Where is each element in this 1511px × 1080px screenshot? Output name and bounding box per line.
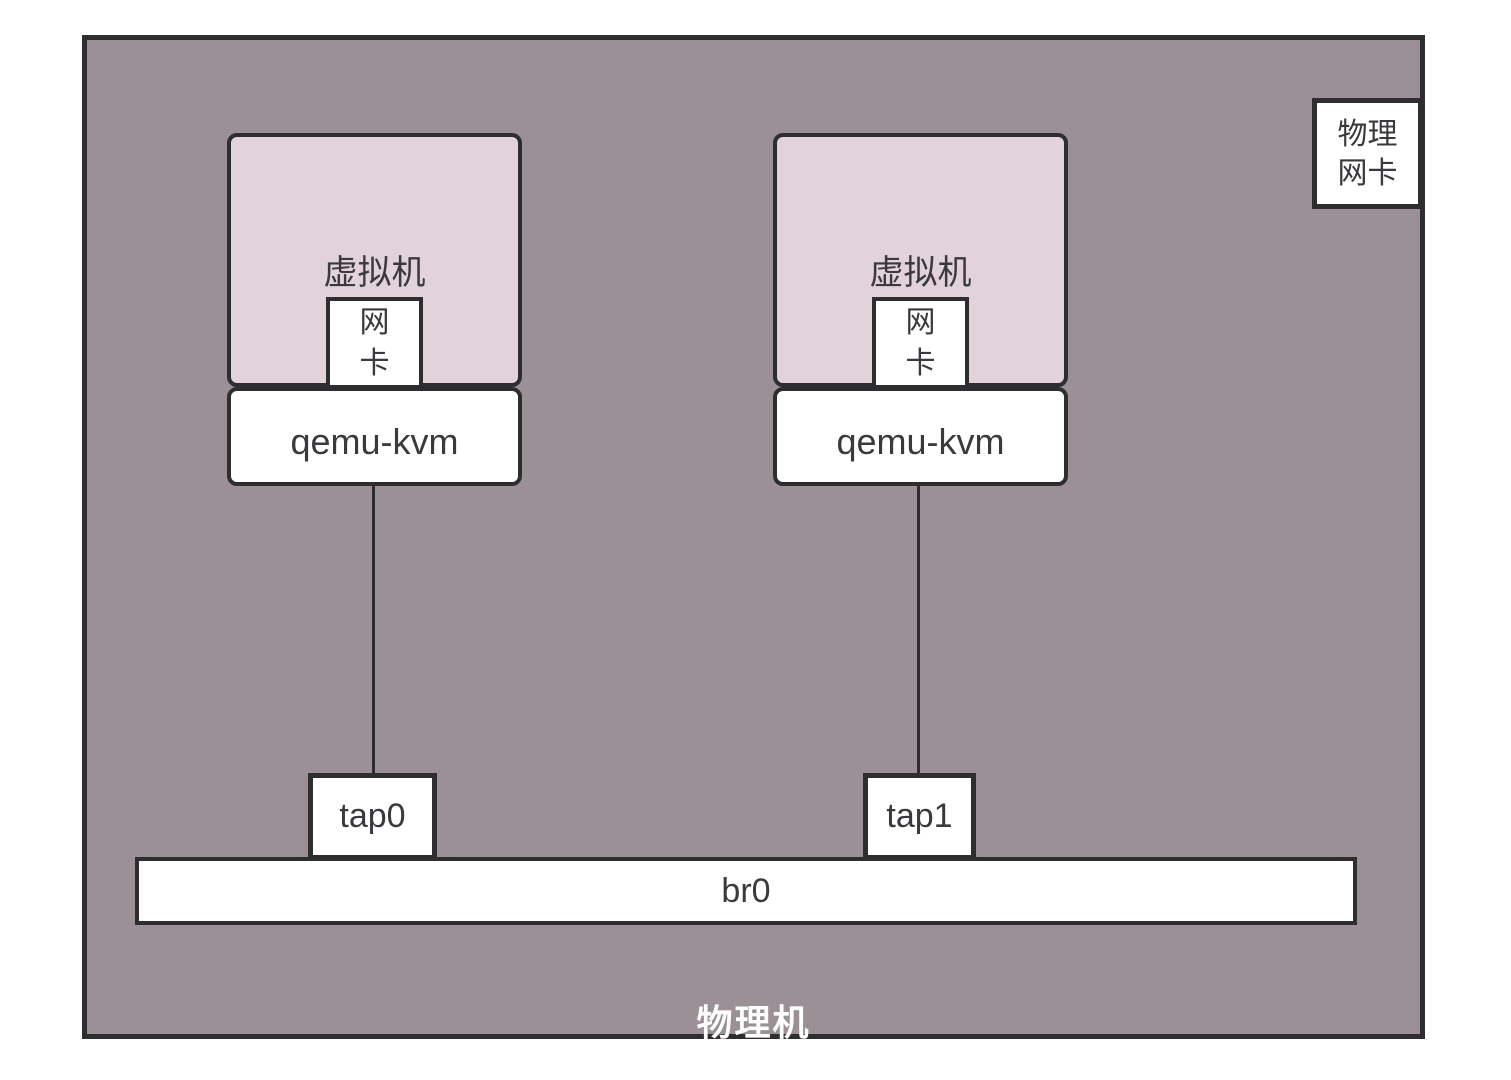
vm-nic-label: 网卡 [905,306,936,380]
tap0-box: tap0 [308,773,437,860]
physical-machine-label: 物理机 [696,1002,811,1043]
vm-nic-label: 网卡 [359,306,390,380]
vm-label: 虚拟机 [869,254,972,292]
vm-group-1: 虚拟机 网卡 qemu-kvm [227,133,522,486]
hypervisor-label: qemu-kvm [290,420,459,462]
hypervisor-label: qemu-kvm [836,420,1005,462]
tap1-label: tap1 [886,797,953,835]
physical-nic-box: 物理网卡 [1312,98,1423,209]
vm-nic-box: 网卡 [872,297,969,389]
tap1-box: tap1 [863,773,976,860]
physical-nic-label: 物理网卡 [1337,117,1398,190]
connector-line-vm2-tap1 [917,486,920,775]
vm-label: 虚拟机 [323,254,426,292]
vm-group-2: 虚拟机 网卡 qemu-kvm [773,133,1068,486]
tap0-label: tap0 [339,797,406,835]
bridge-label: br0 [721,871,771,910]
bridge-bar: br0 [135,857,1357,925]
hypervisor-box: qemu-kvm [227,387,522,486]
vm-nic-box: 网卡 [326,297,423,389]
hypervisor-box: qemu-kvm [773,387,1068,486]
connector-line-vm1-tap0 [372,486,375,775]
